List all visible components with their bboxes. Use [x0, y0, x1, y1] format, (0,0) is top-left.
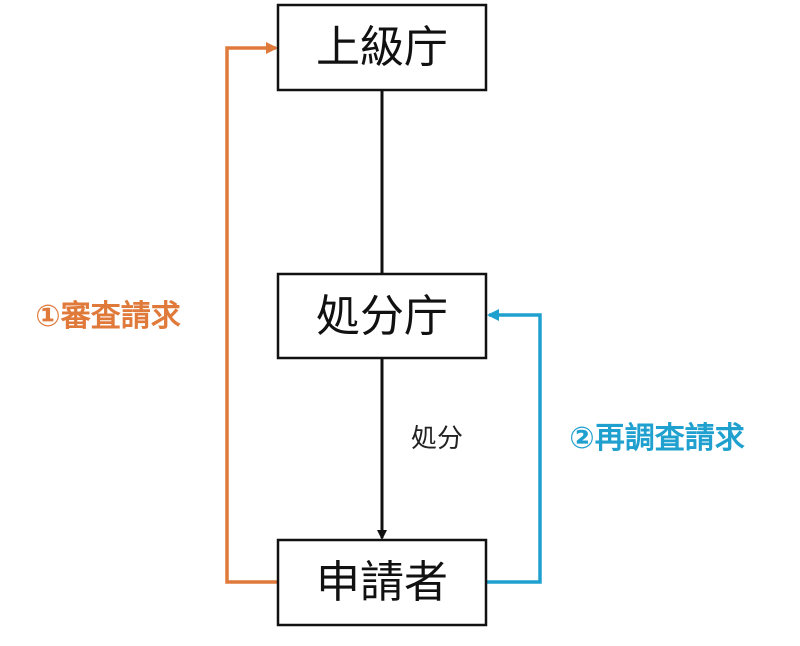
review-request-label: ①審査請求: [35, 299, 180, 334]
applicant-label: 申請者: [316, 557, 448, 608]
review-request-arrow: [225, 42, 278, 584]
upper-agency-label: 上級庁: [316, 22, 448, 73]
disposition-label: 処分: [411, 424, 463, 454]
upper-agency-node: 上級庁: [276, 3, 488, 92]
disposing-agency-node: 処分庁: [276, 272, 488, 360]
disposing-agency-label: 処分庁: [316, 291, 448, 342]
reinvestigation-request-arrow: [487, 309, 542, 584]
reinvestigation-request-label: ②再調査請求: [569, 421, 744, 456]
applicant-node: 申請者: [276, 538, 488, 627]
